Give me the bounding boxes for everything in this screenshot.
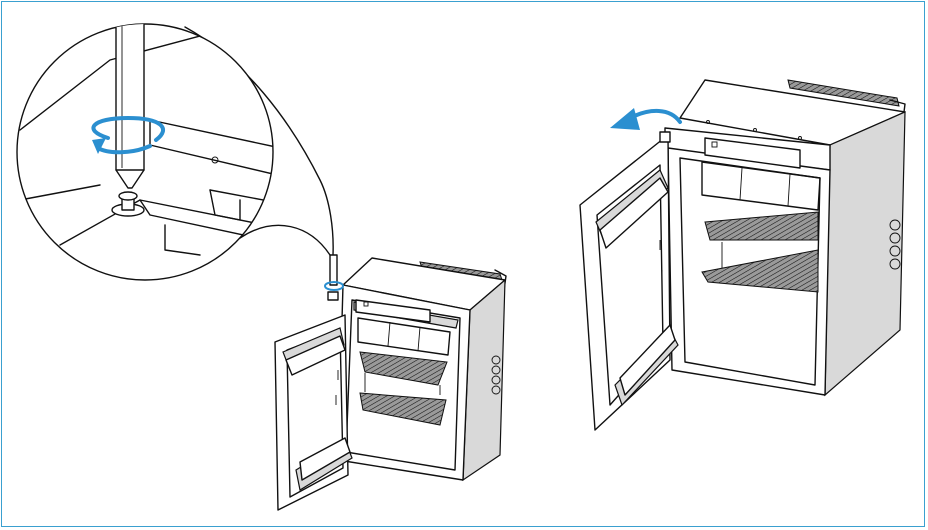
clockwise-rotation-arrow-icon	[91, 115, 165, 155]
control-panel-right	[704, 137, 801, 169]
door-bin-bottom-left	[299, 437, 351, 481]
magnified-detail	[16, 23, 334, 281]
door-bin-bottom-right	[619, 324, 676, 396]
hinge-left	[327, 291, 339, 301]
fridge-left	[274, 254, 507, 511]
door-bin-top-left	[285, 335, 346, 376]
curved-open-arrow-icon	[610, 108, 682, 130]
hinge-right	[659, 131, 671, 143]
cabinet-side-right	[824, 111, 906, 397]
screwdriver	[115, 24, 145, 189]
detail-circle	[16, 23, 274, 281]
rotation-arrow-small-icon	[324, 281, 344, 291]
door-bin-top-right	[599, 177, 669, 249]
screwdriver-small	[329, 254, 338, 286]
fridge-right	[579, 79, 906, 431]
callout-line-bottom	[239, 224, 331, 256]
control-panel-left	[355, 299, 431, 323]
